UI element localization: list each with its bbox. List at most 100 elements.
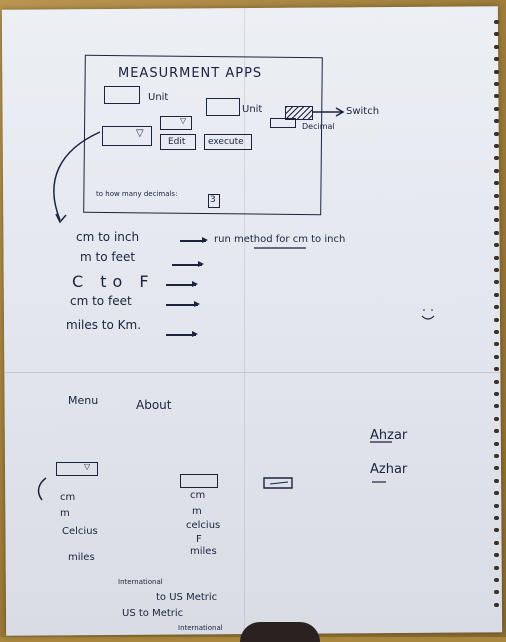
spiral-hole xyxy=(494,429,499,434)
middle-list-item-5: miles xyxy=(190,546,217,557)
arrow-icon xyxy=(166,301,200,307)
spiral-hole xyxy=(494,280,499,285)
unit-input-box-2[interactable] xyxy=(206,98,240,116)
sketch-title: MEASURMENT APPS xyxy=(118,66,263,81)
spiral-hole xyxy=(494,20,499,24)
about-label: About xyxy=(136,398,172,412)
bottom-note-2-bottom: International xyxy=(178,624,223,632)
chevron-down-icon: ▽ xyxy=(84,462,91,471)
menu-label: Menu xyxy=(68,394,99,407)
spiral-hole xyxy=(494,516,499,520)
conversion-dropdown-sketch[interactable] xyxy=(102,126,152,146)
spiral-hole xyxy=(494,206,499,210)
spiral-hole xyxy=(494,82,499,86)
bottom-note-2: US to Metric xyxy=(122,608,184,619)
spiral-hole xyxy=(494,454,499,458)
spiral-hole xyxy=(494,392,499,396)
spiral-hole xyxy=(494,590,499,595)
left-list-item-3: Celcius xyxy=(62,526,98,537)
decimal-label: Decimal xyxy=(302,122,335,131)
spiral-hole xyxy=(494,57,499,62)
spiral-hole xyxy=(494,106,499,111)
spiral-hole xyxy=(494,305,499,310)
dropdown-sketch-middle[interactable] xyxy=(180,474,218,488)
spiral-hole xyxy=(494,416,499,421)
conversion-action-1: run method for cm to inch xyxy=(214,234,346,245)
execute-button-label: execute xyxy=(208,137,244,147)
edit-button-label: Edit xyxy=(168,137,186,147)
spiral-hole xyxy=(494,330,499,334)
middle-list-item-3: celcius xyxy=(186,520,221,531)
spiral-hole xyxy=(494,578,499,582)
edit-button-sketch[interactable] xyxy=(160,134,196,150)
name-1: Ahzar xyxy=(370,428,408,443)
thumb xyxy=(240,622,320,642)
spiral-hole xyxy=(494,292,499,297)
spiral-hole xyxy=(494,243,499,248)
bottom-note-1-top: International xyxy=(118,578,163,586)
spiral-hole xyxy=(494,255,499,260)
left-list-item-4: miles xyxy=(68,552,95,563)
spiral-hole xyxy=(494,466,499,471)
unit-label-2: Unit xyxy=(242,104,263,115)
dropdown-sketch-left[interactable] xyxy=(56,462,98,476)
spiral-hole xyxy=(494,565,499,570)
spiral-hole xyxy=(494,367,499,372)
spiral-hole xyxy=(494,404,499,409)
spiral-hole xyxy=(494,441,499,446)
spiral-hole xyxy=(494,478,499,483)
spiral-hole xyxy=(494,503,499,508)
small-dropdown-sketch[interactable] xyxy=(160,116,192,130)
spiral-hole xyxy=(494,131,499,136)
conversion-item-4: cm to feet xyxy=(70,294,132,308)
paper-fold-horizontal xyxy=(4,372,500,373)
execute-button-sketch[interactable] xyxy=(204,134,252,150)
spiral-hole xyxy=(494,119,499,124)
unit-label-1: Unit xyxy=(148,92,169,103)
unit-input-box-1[interactable] xyxy=(104,86,140,104)
conversion-item-3: C to F xyxy=(72,272,155,291)
spiral-hole xyxy=(494,218,499,223)
arrow-icon xyxy=(166,281,198,287)
spiral-hole xyxy=(494,230,499,235)
spiral-hole xyxy=(494,379,499,384)
spiral-hole xyxy=(494,44,499,49)
switch-button-sketch[interactable] xyxy=(285,106,313,120)
spiral-hole xyxy=(494,168,499,173)
spiral-hole xyxy=(494,156,499,161)
notebook-spiral-holes xyxy=(492,20,502,620)
spiral-hole xyxy=(494,69,499,74)
conversion-item-2: m to feet xyxy=(80,250,136,264)
smiley-icon: :) xyxy=(470,420,471,421)
spiral-hole xyxy=(494,342,499,347)
left-list-item-2: m xyxy=(60,508,70,519)
arrow-icon xyxy=(172,261,204,267)
decimals-value: 3 xyxy=(210,195,216,205)
middle-list-item-2: m xyxy=(192,506,202,517)
spiral-hole xyxy=(494,317,499,322)
middle-list-item-4: F xyxy=(196,534,202,545)
decimal-box[interactable] xyxy=(270,118,296,128)
spiral-hole xyxy=(494,32,499,37)
spiral-hole xyxy=(494,193,499,198)
spiral-hole xyxy=(494,94,499,99)
conversion-item-5: miles to Km. xyxy=(66,318,142,332)
spiral-hole xyxy=(494,181,499,186)
bottom-note-1: to US Metric xyxy=(156,592,218,603)
chevron-down-icon: ▽ xyxy=(180,116,187,125)
middle-list-item-1: cm xyxy=(190,490,206,501)
spiral-hole xyxy=(494,354,499,359)
spiral-hole xyxy=(494,491,499,496)
spiral-hole xyxy=(494,144,499,148)
left-list-item-1: cm xyxy=(60,492,76,503)
arrow-icon xyxy=(166,331,198,337)
conversion-item-1: cm to inch xyxy=(76,230,140,244)
spiral-hole xyxy=(494,602,499,607)
arrow-icon xyxy=(180,237,208,243)
spiral-hole xyxy=(494,528,499,533)
paper-fold-vertical xyxy=(244,8,245,634)
decimals-value-box[interactable] xyxy=(208,194,220,208)
spiral-hole xyxy=(494,540,499,545)
decimals-prompt: to how many decimals: xyxy=(96,190,178,198)
